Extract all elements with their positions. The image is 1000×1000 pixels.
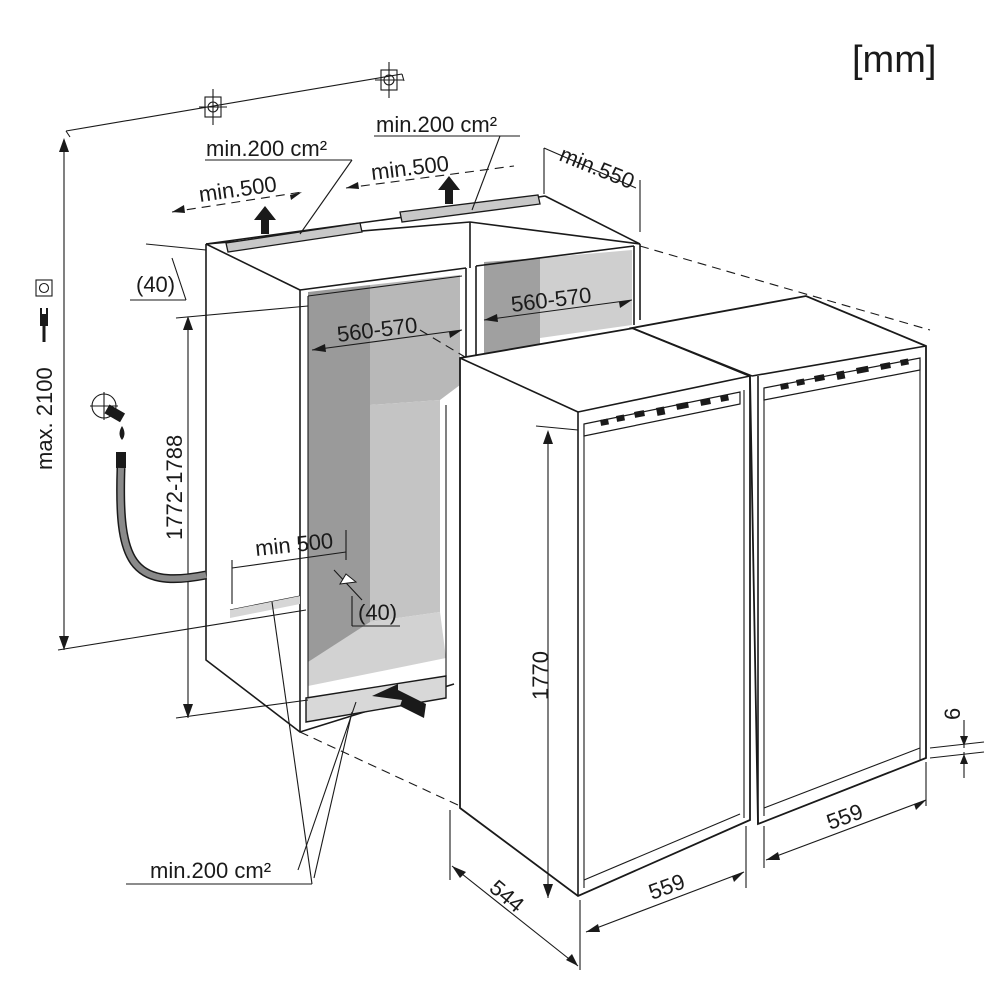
- vent-area-bottom-label: min.200 cm²: [150, 858, 271, 883]
- water-tap-icon: [90, 392, 126, 440]
- offset-top-dim: [130, 243, 207, 301]
- bracket-crosshair-icon: [375, 62, 403, 98]
- appliance-height-label: 1770: [528, 651, 553, 700]
- vent-grille-left: [225, 222, 363, 253]
- offset-bottom-dim: [333, 569, 400, 627]
- vent-area-top-left-label: min.200 cm²: [206, 136, 327, 161]
- max-height-label: max. 2100: [32, 367, 57, 470]
- appliance-left: [459, 327, 751, 898]
- depth-top-dim: [543, 147, 641, 232]
- gap-top-right-label: min.500: [370, 151, 451, 185]
- offset-bottom-label: (40): [358, 600, 397, 625]
- bracket-crosshair-icon: [199, 89, 227, 125]
- gap-top-left-label: min.500: [197, 171, 278, 207]
- gap-bottom-dim: [231, 530, 347, 604]
- vent-grille-right: [399, 194, 541, 223]
- appliance-depth-dim: [449, 810, 581, 970]
- vent-area-bottom-leader: [126, 601, 357, 885]
- gap-top-left-dim: [171, 191, 303, 213]
- gap-top-right-dim: [345, 165, 515, 189]
- airflow-arrow-in: [372, 684, 426, 718]
- vent-area-top-right-label: min.200 cm²: [376, 112, 497, 137]
- depth-top-label: min.550: [556, 141, 638, 194]
- niche-width-left-dim: [311, 329, 463, 352]
- power-plug-icon: [40, 308, 48, 342]
- niche-housing: [205, 195, 641, 733]
- socket-icon: [35, 279, 53, 297]
- max-height-dimension: [57, 138, 307, 651]
- niche-width-right-dim: [483, 299, 633, 322]
- unit-label: [mm]: [852, 39, 936, 81]
- airflow-arrow-up-right: [438, 176, 460, 204]
- appliance-height-dim: [535, 425, 579, 898]
- plinth-gap-dim: [929, 720, 985, 778]
- offset-top-label: (40): [136, 272, 175, 297]
- appliance-width-front-dim: [585, 826, 747, 933]
- appliance-width-front-label: 559: [645, 869, 688, 905]
- niche-height-dim: [175, 305, 309, 719]
- appliance-depth-label: 544: [485, 875, 529, 918]
- appliance-right: [628, 295, 927, 826]
- airflow-arrow-up-left: [254, 206, 276, 234]
- water-hose: [116, 452, 207, 584]
- plinth-gap-label: 6: [940, 708, 965, 720]
- mounting-line: [65, 73, 405, 138]
- appliance-width-back-label: 559: [823, 799, 866, 835]
- appliance-width-back-dim: [763, 762, 927, 868]
- niche-height-label: 1772-1788: [162, 435, 187, 540]
